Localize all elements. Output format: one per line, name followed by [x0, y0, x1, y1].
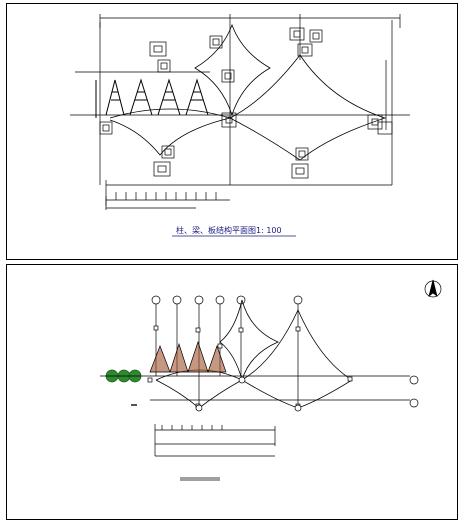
shrub-icons: [100, 369, 150, 383]
north-arrow-icon: [424, 279, 442, 298]
area-tag-left: [131, 404, 137, 406]
scale-bar-bottom: [154, 424, 276, 481]
membrane-roof-layout: [155, 299, 353, 409]
grid-axis-bubbles: [150, 295, 419, 410]
plan-title: 柱、梁、板结构平面图1: 100: [176, 226, 282, 235]
grid-lines: [70, 22, 410, 185]
top-drawing-frame: [6, 3, 458, 260]
column-markers: [147, 325, 353, 412]
column-footings: [99, 27, 393, 179]
membrane-roof-outline: [109, 23, 387, 161]
dimension-lines-top: [99, 14, 401, 210]
trellis-frames: [95, 78, 209, 118]
bottom-drawing-frame: [6, 264, 458, 520]
planting-beds: [149, 340, 227, 373]
scale-bar-top: [105, 192, 230, 209]
